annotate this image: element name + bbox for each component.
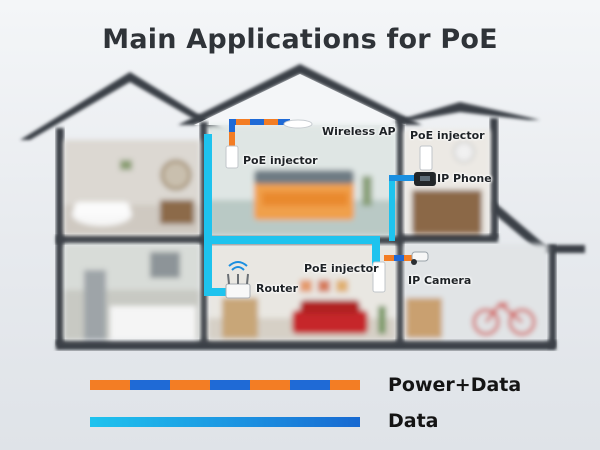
ip-camera-icon <box>411 251 429 265</box>
wireless-ap-label: Wireless AP <box>322 125 396 138</box>
wireless-ap-icon <box>283 119 313 129</box>
router-label: Router <box>256 282 299 295</box>
poe-injector-right-icon <box>419 145 433 171</box>
page-title: Main Applications for PoE <box>102 24 498 55</box>
router-icon <box>225 261 251 299</box>
poe-injector-top-icon <box>225 145 239 169</box>
legend-data-swatch <box>90 417 360 427</box>
legend-power-data-swatch <box>90 380 360 390</box>
rooms <box>64 125 548 340</box>
poe-injector-mid-label: PoE injector <box>304 262 379 275</box>
poe-injector-right-label: PoE injector <box>410 129 485 142</box>
legend-data-label: Data <box>388 410 439 432</box>
ip-camera-label: IP Camera <box>408 274 472 287</box>
ip-phone-label: IP Phone <box>437 172 492 185</box>
house-outline <box>20 64 585 350</box>
legend-power-data-label: Power+Data <box>388 374 522 396</box>
poe-injector-top-label: PoE injector <box>243 154 318 167</box>
data-cables <box>204 134 417 296</box>
poe-injector-mid-icon <box>372 261 386 293</box>
ip-phone-icon <box>414 172 436 186</box>
